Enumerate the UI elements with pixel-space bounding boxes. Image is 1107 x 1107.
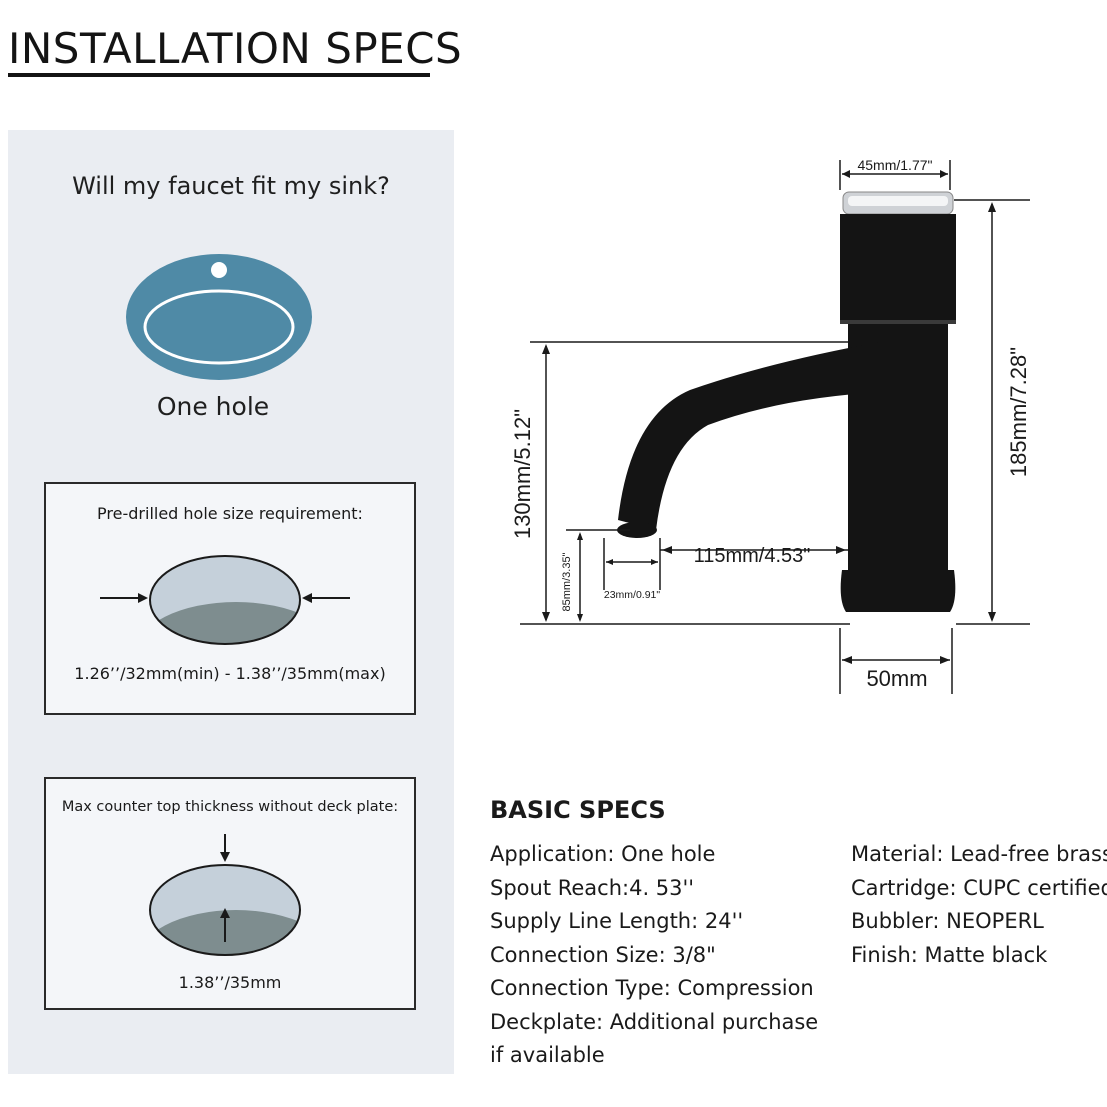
spec-finish: Finish: Matte black [851,942,1048,967]
faucet-dimension-diagram: 45mm/1.77" 185mm/7.28" 130mm/5.12" 85mm/… [510,157,1031,694]
spec-application: Application: One hole [490,842,716,866]
arrow-right-icon [138,593,148,603]
one-hole-label: One hole [156,392,270,421]
hole-size-caption: 1.26’’/32mm(min) - 1.38’’/35mm(max) [74,664,386,683]
counter-thickness-diagram [149,834,301,956]
spec-spout-reach: Spout Reach:4. 53'' [490,875,695,900]
counter-thickness-caption: 1.38’’/35mm [178,973,282,992]
arrow-down-icon [220,852,230,862]
basic-specs-heading: BASIC SPECS [490,796,666,824]
fit-question: Will my faucet fit my sink? [72,172,390,200]
spec-cartridge: Cartridge: CUPC certified [851,875,1107,900]
hole-size-title: Pre-drilled hole size requirement: [97,504,363,523]
faucet-icon [617,191,956,612]
spec-connection-type: Connection Type: Compression [490,976,814,1000]
spout-reach-label: 115mm/4.53" [694,545,811,567]
arrow-up-icon [220,908,230,918]
arrow-left-icon [302,593,312,603]
spout-height-label: 130mm/5.12" [510,409,535,539]
one-hole-sink-icon [126,254,312,380]
title-underline [8,73,430,77]
base-width-label: 50mm [866,666,927,691]
base-clearance-label: 85mm/3.35" [561,552,573,611]
spec-deckplate-cont: if available [490,1043,605,1067]
total-height-label: 185mm/7.28" [1006,347,1031,477]
spec-connection-size: Connection Size: 3/8" [490,942,716,967]
counter-thickness-title: Max counter top thickness without deck p… [61,799,399,815]
spec-material: Material: Lead-free brass [851,842,1107,866]
basic-specs-left: Application: One hole Spout Reach:4. 53'… [490,838,818,1073]
spec-bubbler: Bubbler: NEOPERL [851,909,1044,933]
page-title: INSTALLATION SPECS [8,24,463,73]
hole-size-diagram [100,555,350,645]
spec-supply-line: Supply Line Length: 24'' [490,909,744,933]
top-width-label: 45mm/1.77" [857,157,932,173]
basic-specs-right: Material: Lead-free brass Cartridge: CUP… [851,838,1107,972]
spout-tip-label: 23mm/0.91" [604,589,661,601]
spec-deckplate: Deckplate: Additional purchase [490,1009,819,1034]
